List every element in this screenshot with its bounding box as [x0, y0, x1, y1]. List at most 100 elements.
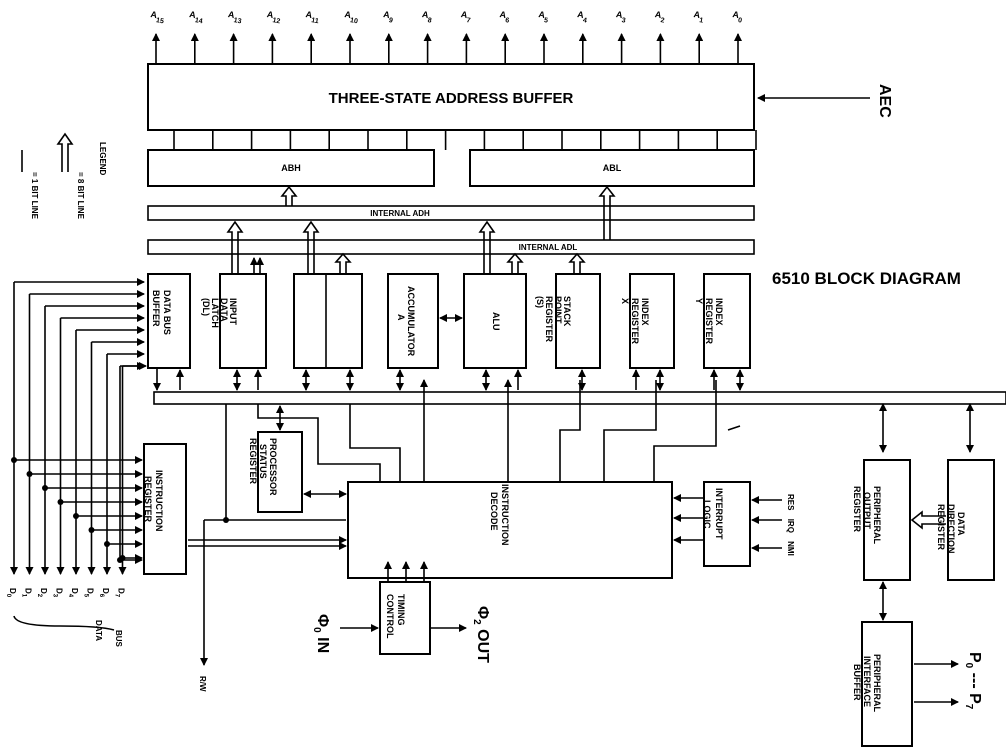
address-pin-label: A10	[343, 9, 360, 25]
index-y-box	[703, 273, 751, 369]
abl-label: ABL	[603, 163, 622, 173]
data-bus-junction	[88, 527, 95, 533]
address-pin-label: A7	[459, 9, 472, 25]
aec-label: AEC	[876, 84, 893, 118]
data-line-label: D7	[114, 588, 126, 598]
nmi-label: NMI	[786, 541, 795, 556]
register-bus-connections	[226, 220, 586, 322]
interrupt-input-arrows	[673, 494, 782, 552]
data-bus-junction	[104, 541, 110, 547]
data-line-label: D0	[5, 588, 17, 598]
input-data-latch-label: INPUT DATA LATCH (DL)	[201, 298, 238, 330]
data-direction-label: DATA DIRECTION REGISTER	[936, 504, 966, 556]
phi2-out-label: Φ2 OUT	[471, 606, 491, 663]
data-line-label: D3	[52, 588, 64, 598]
address-pin-label: A8	[421, 9, 434, 25]
data-bus-junction	[73, 513, 79, 519]
stack-pointer-box	[555, 273, 601, 369]
timing-control-box	[379, 581, 431, 655]
abh-box	[147, 149, 435, 187]
instruction-register-box	[143, 443, 187, 575]
data-line-label: D2	[36, 588, 48, 598]
data-bus-buffer-label: DATA BUS BUFFER	[151, 290, 172, 337]
address-pin-label: A5	[537, 9, 550, 25]
address-pin-label: A15	[149, 9, 166, 25]
data-line-label: D1	[21, 588, 33, 598]
program-counter-box	[293, 273, 363, 369]
adl-to-abl-arrow	[598, 185, 616, 240]
address-pin-label: A3	[615, 9, 628, 25]
address-pin-label: A4	[576, 9, 589, 25]
legend: LEGEND = 1 BIT LINE = 8 BIT LINE	[21, 132, 107, 220]
ddr-to-output-arrow	[910, 510, 946, 530]
diagram-title: 6510 BLOCK DIAGRAM	[772, 269, 961, 288]
address-pin-label: A1	[692, 9, 705, 25]
peripheral-output-label: PERIPHERAL OUTPUT REGISTER	[852, 486, 882, 546]
accumulator-box	[387, 273, 439, 369]
interrupt-logic-box	[703, 481, 751, 567]
data-line-label: D4	[67, 588, 79, 598]
internal-adl-label: INTERNAL ADL	[519, 243, 578, 252]
external-data-bus-lines	[10, 278, 147, 575]
address-pin-label: A6	[498, 9, 511, 25]
accumulator-label: ACCUMULATOR A	[396, 286, 416, 359]
input-data-latch-box	[219, 273, 267, 369]
legend-title: LEGEND	[98, 142, 107, 176]
address-pin-label: A12	[265, 9, 282, 25]
adh-to-abh-arrow	[280, 185, 298, 206]
processor-status-box	[257, 431, 303, 513]
data-line-label: D6	[98, 588, 110, 598]
data-bus-buffer-box	[147, 273, 191, 369]
processor-status-label: PROCESSOR STATUS REGISTER	[248, 438, 278, 498]
buffer-connections	[173, 130, 757, 150]
address-pin-label: A0	[731, 9, 744, 25]
peripheral-interface-box	[861, 621, 913, 747]
eight-bit-line-symbol	[56, 132, 74, 172]
timing-to-decode-arrows	[384, 561, 428, 582]
data-bus-junction	[26, 471, 33, 477]
res-label: RES	[786, 494, 795, 511]
address-buffer-box	[147, 63, 755, 131]
irq-label: IRQ	[786, 519, 795, 533]
abh-label: ABH	[281, 163, 301, 173]
timing-control-label: TIMING CONTROL	[385, 594, 406, 639]
bus-tick-mark	[727, 425, 741, 431]
peripheral-output-box	[863, 459, 911, 581]
eight-bit-legend-label: = 8 BIT LINE	[76, 172, 85, 220]
one-bit-legend-label: = 1 BIT LINE	[30, 172, 39, 220]
data-direction-box	[947, 459, 995, 581]
interrupt-inputs-label: RES IRQ NMI	[786, 494, 795, 556]
peripheral-interface-label: PERIPHERAL INTERFACE BUFFER	[852, 654, 882, 714]
rw-label: R/W	[198, 676, 207, 692]
decode-control-lines	[200, 379, 717, 666]
address-pin-label: A13	[227, 9, 244, 25]
alu-box	[463, 273, 527, 369]
data-bus-junction	[57, 499, 64, 505]
address-buffer-label: THREE-STATE ADDRESS BUFFER	[329, 90, 574, 107]
data-bus-label: DATA BUS	[94, 620, 123, 648]
address-pin-label: A2	[653, 9, 666, 25]
port-lines-label: P0 --- P7	[963, 652, 983, 710]
internal-adl-bus	[147, 239, 755, 255]
index-x-box	[629, 273, 675, 369]
registers: DATA BUS BUFFER INPUT DATA LATCH (DL) AC…	[147, 273, 751, 369]
address-pin-label: A11	[304, 9, 320, 25]
index-y-label: INDEX REGISTER Y	[694, 298, 724, 347]
instruction-decode-label: INSTRUCTION DECODE	[489, 484, 510, 548]
register-data-bus-connections	[153, 368, 974, 453]
address-pin-label: A9	[382, 9, 395, 25]
data-line-label: D5	[83, 588, 95, 598]
instruction-register-label: INSTRUCTION REGISTER	[143, 470, 164, 534]
data-bus-junction	[42, 485, 48, 491]
internal-adh-bus	[147, 205, 755, 221]
data-bus-brace	[13, 615, 115, 631]
internal-adh-label: INTERNAL ADH	[370, 209, 430, 218]
alu-label: ALU	[491, 312, 501, 331]
abl-box	[469, 149, 755, 187]
stack-pointer-label: STACK POINT REGISTER (S)	[535, 296, 572, 345]
data-bus-junction	[11, 457, 17, 463]
index-x-label: INDEX REGISTER X	[620, 298, 650, 347]
